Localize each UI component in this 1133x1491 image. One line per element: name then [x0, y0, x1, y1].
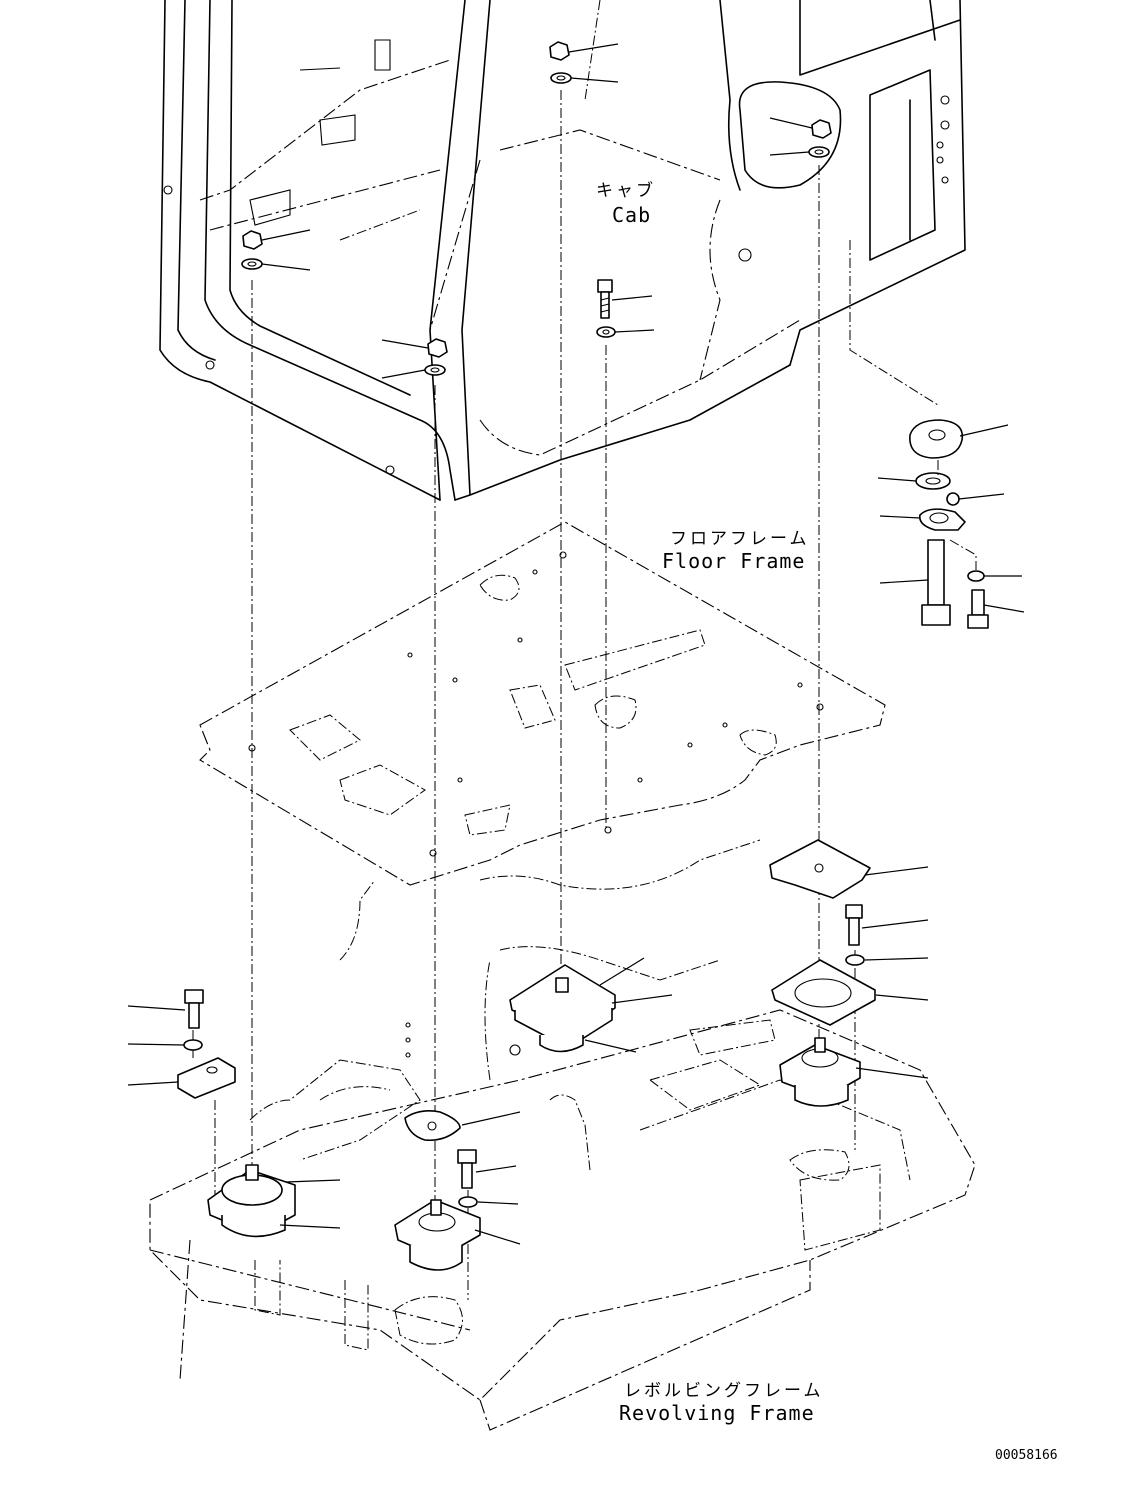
- leader-lines: [261, 43, 813, 379]
- gasket-plate: [769, 839, 929, 1107]
- revolving-frame: [149, 839, 976, 1431]
- left-mount: [207, 1164, 341, 1238]
- bolt-icon: [597, 279, 613, 293]
- floor-frame-plate: [199, 521, 886, 886]
- nut-icon: [549, 41, 570, 61]
- revolving-frame-label-en: Revolving Frame: [619, 1401, 815, 1425]
- floor-frame-label-jp: フロアフレーム: [670, 529, 810, 549]
- alignment-lines: [192, 90, 856, 1300]
- cab-fasteners: [241, 41, 832, 376]
- nut-icon: [427, 338, 448, 358]
- floor-frame-label-en: Floor Frame: [662, 549, 805, 573]
- drawing-code: 00058166: [995, 1448, 1058, 1463]
- right-mount-exploded: [849, 240, 1025, 629]
- center-mount: [509, 957, 673, 1053]
- cab-outline: [159, 0, 966, 501]
- nut-icon: [811, 119, 832, 139]
- left-bracket-group: [127, 989, 236, 1099]
- revolving-frame-label-jp: レボルビングフレーム: [624, 1381, 824, 1401]
- cab-label-en: Cab: [612, 203, 651, 227]
- floor-holes: [248, 551, 824, 857]
- center-left-mount: [394, 1110, 521, 1271]
- nut-icon: [242, 230, 263, 250]
- cab-label-jp: キャブ: [596, 180, 656, 201]
